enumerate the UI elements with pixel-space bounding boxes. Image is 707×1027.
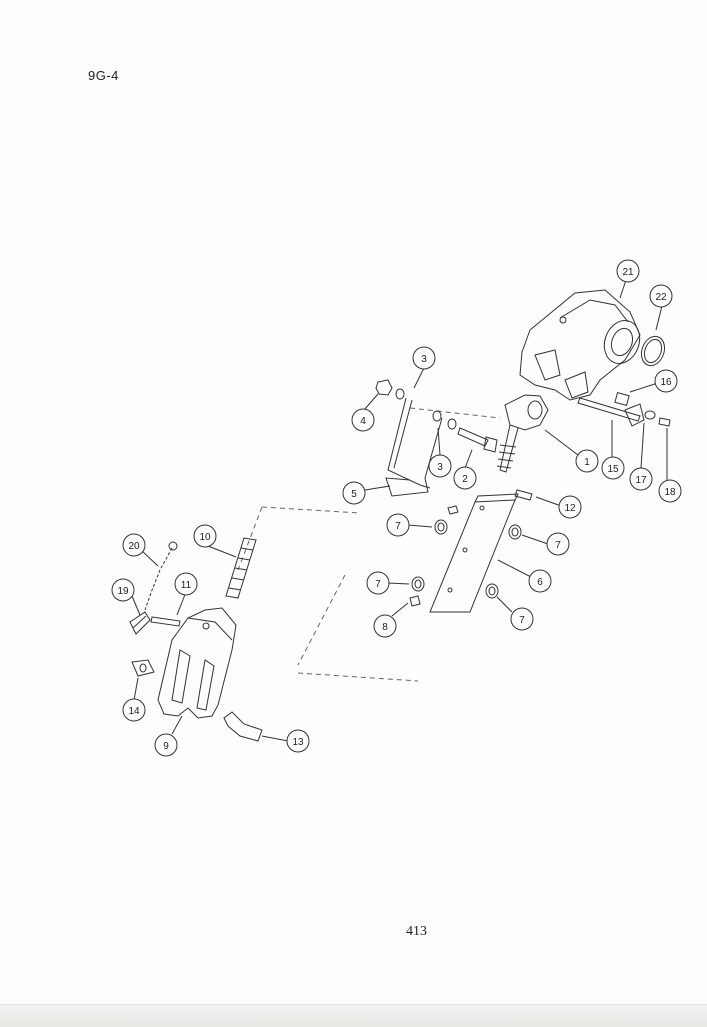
part-9-lower-fork bbox=[157, 607, 237, 719]
part-11-pin bbox=[150, 616, 181, 627]
part-2-bolt bbox=[457, 427, 498, 453]
part-13-elbow bbox=[223, 711, 263, 742]
callout-6: 6 bbox=[537, 577, 543, 588]
callout-3-lower: 3 bbox=[437, 462, 443, 473]
part-1-rod-end bbox=[496, 394, 549, 473]
part-4-nut bbox=[375, 379, 393, 396]
callout-7-b: 7 bbox=[555, 540, 561, 551]
callout-8: 8 bbox=[382, 622, 388, 633]
callout-circles bbox=[111, 259, 682, 757]
scan-edge bbox=[0, 1004, 707, 1027]
assembly-outline bbox=[237, 407, 501, 682]
callout-14: 14 bbox=[128, 706, 140, 717]
part-3-washer-upper bbox=[395, 388, 405, 400]
part-12-pin bbox=[514, 489, 533, 501]
leader-lines bbox=[131, 279, 668, 742]
callout-17: 17 bbox=[635, 475, 647, 486]
callout-16: 16 bbox=[660, 377, 672, 388]
part-14-block bbox=[131, 659, 155, 677]
callout-7-a: 7 bbox=[395, 521, 401, 532]
callout-22: 22 bbox=[655, 292, 667, 303]
page-code: 9G-4 bbox=[88, 68, 119, 83]
part-8-screw bbox=[409, 595, 421, 607]
callout-2: 2 bbox=[462, 474, 468, 485]
part-16-sleeve bbox=[614, 392, 630, 406]
callout-15: 15 bbox=[607, 464, 619, 475]
callout-21: 21 bbox=[622, 267, 634, 278]
page-number: 413 bbox=[406, 924, 427, 939]
part-17-washer bbox=[644, 410, 656, 420]
callout-1: 1 bbox=[584, 457, 590, 468]
part-15-pin bbox=[577, 397, 645, 427]
part-10-threaded-rod bbox=[225, 537, 257, 599]
part-19-lynch-pin bbox=[129, 611, 151, 635]
part-6-tube-body bbox=[429, 493, 519, 613]
part-20-chain bbox=[144, 541, 178, 611]
part-5-wire-bracket bbox=[385, 397, 443, 497]
callout-4: 4 bbox=[360, 416, 366, 427]
callout-13: 13 bbox=[292, 737, 304, 748]
callout-9: 9 bbox=[163, 741, 169, 752]
part-fitting bbox=[447, 505, 459, 515]
callout-20: 20 bbox=[128, 541, 140, 552]
callout-19: 19 bbox=[117, 586, 129, 597]
callout-3-upper: 3 bbox=[421, 354, 427, 365]
part-3-washer-lower bbox=[432, 410, 457, 430]
part-7-bushing bbox=[411, 519, 522, 599]
callout-5: 5 bbox=[351, 489, 357, 500]
part-22-ring bbox=[640, 335, 666, 367]
callout-18: 18 bbox=[664, 487, 676, 498]
callout-11: 11 bbox=[181, 580, 192, 591]
callout-12: 12 bbox=[564, 503, 576, 514]
part-21-top-bracket bbox=[519, 289, 641, 401]
callout-10: 10 bbox=[199, 532, 211, 543]
callout-7-d: 7 bbox=[519, 615, 525, 626]
callout-labels: 1 2 3 3 4 5 6 7 7 7 7 8 9 10 11 12 13 14… bbox=[117, 267, 676, 752]
callout-7-c: 7 bbox=[375, 579, 381, 590]
part-18-bolt bbox=[658, 417, 671, 427]
